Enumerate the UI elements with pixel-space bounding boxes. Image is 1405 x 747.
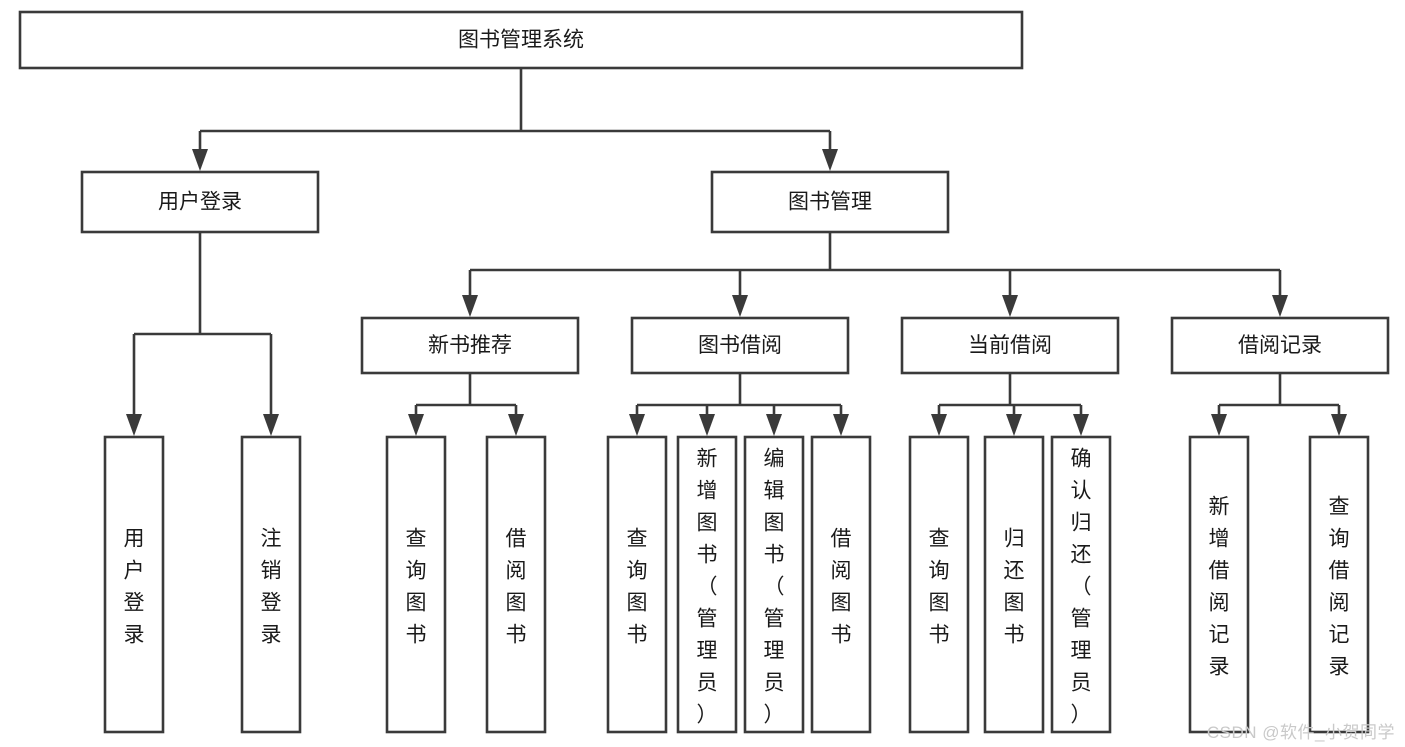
node-box[interactable] (103, 435, 165, 734)
arrow-head-icon (263, 414, 279, 436)
node-box[interactable] (606, 435, 668, 734)
node-label: 用户登录 (124, 527, 145, 646)
node-label: 新书推荐 (428, 334, 512, 357)
node-box[interactable] (18, 10, 1024, 70)
connector-group (1211, 373, 1347, 436)
node-leaf-query-book-3[interactable]: 查询图书 (908, 435, 970, 734)
arrow-head-icon (1331, 414, 1347, 436)
arrow-head-icon (192, 149, 208, 171)
node-label: 归还图书 (1004, 527, 1025, 646)
arrow-head-icon (699, 414, 715, 436)
node-label: 当前借阅 (968, 334, 1052, 357)
node-label: 确认归还（管理员） (1071, 447, 1092, 726)
arrow-head-icon (931, 414, 947, 436)
node-label: 编辑图书（管理员） (764, 447, 785, 726)
node-box[interactable] (900, 316, 1120, 375)
node-label: 新增图书（管理员） (697, 447, 718, 726)
nodes-layer: 图书管理系统用户登录图书管理新书推荐图书借阅当前借阅借阅记录用户登录注销登录查询… (18, 10, 1390, 734)
arrow-head-icon (833, 414, 849, 436)
node-label: 借阅图书 (831, 527, 852, 646)
connector-group (629, 373, 849, 436)
csdn-watermark: CSDN @软件_小贺同学 (1206, 723, 1395, 742)
arrow-head-icon (766, 414, 782, 436)
node-box[interactable] (630, 316, 850, 375)
node-box[interactable] (1170, 316, 1390, 375)
node-box[interactable] (360, 316, 580, 375)
node-label: 查询借阅记录 (1329, 495, 1350, 678)
node-label: 用户登录 (158, 191, 242, 214)
node-current-borrow[interactable]: 当前借阅 (900, 316, 1120, 375)
node-root[interactable]: 图书管理系统 (18, 10, 1024, 70)
arrow-head-icon (508, 414, 524, 436)
node-label: 查询图书 (627, 527, 648, 646)
node-leaf-confirm-return-admin[interactable]: 确认归还（管理员） (1050, 435, 1112, 734)
arrow-head-icon (1211, 414, 1227, 436)
node-leaf-add-book-admin[interactable]: 新增图书（管理员） (676, 435, 738, 734)
node-user-login[interactable]: 用户登录 (80, 170, 320, 234)
arrow-head-icon (1073, 414, 1089, 436)
connector-group (462, 232, 1288, 317)
node-label: 注销登录 (261, 527, 282, 646)
connector-group (931, 373, 1089, 436)
connectors-layer (126, 68, 1347, 436)
node-leaf-edit-book-admin[interactable]: 编辑图书（管理员） (743, 435, 805, 734)
node-box[interactable] (743, 435, 805, 734)
node-leaf-user-login[interactable]: 用户登录 (103, 435, 165, 734)
arrow-head-icon (126, 414, 142, 436)
node-label: 借阅图书 (506, 527, 527, 646)
node-label: 图书管理系统 (458, 29, 584, 52)
arrow-head-icon (462, 295, 478, 317)
node-box[interactable] (1308, 435, 1370, 734)
arrow-head-icon (732, 295, 748, 317)
node-label: 新增借阅记录 (1209, 495, 1230, 678)
node-leaf-borrow-book-1[interactable]: 借阅图书 (485, 435, 547, 734)
node-leaf-logout[interactable]: 注销登录 (240, 435, 302, 734)
node-leaf-borrow-book-2[interactable]: 借阅图书 (810, 435, 872, 734)
arrow-head-icon (1002, 295, 1018, 317)
node-box[interactable] (983, 435, 1045, 734)
node-leaf-query-book-2[interactable]: 查询图书 (606, 435, 668, 734)
node-book-borrow[interactable]: 图书借阅 (630, 316, 850, 375)
node-box[interactable] (676, 435, 738, 734)
arrow-head-icon (629, 414, 645, 436)
node-borrow-record[interactable]: 借阅记录 (1170, 316, 1390, 375)
node-box[interactable] (485, 435, 547, 734)
arrow-head-icon (822, 149, 838, 171)
node-label: 图书管理 (788, 191, 872, 214)
connector-group (126, 232, 279, 436)
node-leaf-query-record[interactable]: 查询借阅记录 (1308, 435, 1370, 734)
node-box[interactable] (1188, 435, 1250, 734)
node-box[interactable] (80, 170, 320, 234)
node-box[interactable] (908, 435, 970, 734)
node-label: 查询图书 (406, 527, 427, 646)
arrow-head-icon (408, 414, 424, 436)
arrow-head-icon (1006, 414, 1022, 436)
node-box[interactable] (810, 435, 872, 734)
node-book-manage[interactable]: 图书管理 (710, 170, 950, 234)
connector-group (192, 68, 838, 171)
node-box[interactable] (1050, 435, 1112, 734)
node-box[interactable] (710, 170, 950, 234)
node-label: 借阅记录 (1238, 334, 1322, 357)
node-box[interactable] (385, 435, 447, 734)
arrow-head-icon (1272, 295, 1288, 317)
node-leaf-query-book-1[interactable]: 查询图书 (385, 435, 447, 734)
node-label: 查询图书 (929, 527, 950, 646)
connector-group (408, 373, 524, 436)
node-leaf-return-book[interactable]: 归还图书 (983, 435, 1045, 734)
node-label: 图书借阅 (698, 334, 782, 357)
node-box[interactable] (240, 435, 302, 734)
node-leaf-add-record[interactable]: 新增借阅记录 (1188, 435, 1250, 734)
node-new-book-rec[interactable]: 新书推荐 (360, 316, 580, 375)
